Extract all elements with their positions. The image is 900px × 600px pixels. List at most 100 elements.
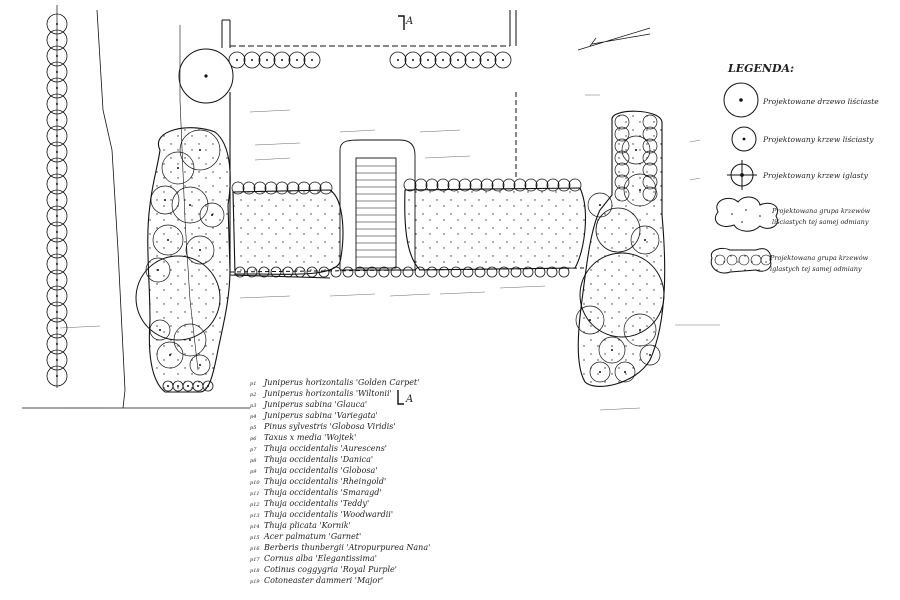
plant-code: p19: [250, 579, 260, 585]
hedge-shrub-center: [427, 59, 429, 61]
hedge-shrub-center: [397, 59, 399, 61]
plant-name: Thuja occidentalis 'Danica': [264, 455, 373, 464]
deciduous-tree-icon: [723, 82, 759, 118]
bottom-shrub-center: [207, 385, 209, 387]
bed-shrub-center: [211, 214, 213, 216]
plant-code: p7: [250, 447, 257, 453]
low-shrub: [414, 178, 428, 192]
edge-shrub: [546, 266, 558, 278]
legend-title: LEGENDA:: [727, 62, 794, 75]
hedge-shrub: [479, 51, 497, 69]
bed-shrub-center: [164, 199, 166, 201]
right-shrub-center: [599, 204, 601, 206]
right-shrub-center: [644, 239, 646, 241]
low-shrub: [502, 178, 516, 192]
hedge-shrub: [404, 51, 422, 69]
edge-shrub: [270, 266, 282, 278]
hedge-shrub-center: [502, 59, 504, 61]
right-shrub: [630, 225, 660, 255]
deciduous-tree-right: [579, 252, 665, 338]
plant-name: Thuja occidentalis 'Smaragd': [264, 488, 382, 497]
hedge-shrub-center: [266, 59, 268, 61]
left-bed-shrubs: [145, 129, 225, 376]
bed-shrub-center: [199, 249, 201, 251]
legend-label-conifer-group-2: iglastych tej samej odmiany: [770, 265, 862, 273]
column-shrub: [642, 114, 658, 130]
right-shrub: [575, 305, 605, 335]
plant-code: p12: [250, 502, 260, 508]
right-shrub-center: [599, 371, 601, 373]
plant-code: p13: [250, 513, 260, 519]
hedge-shrub: [273, 51, 291, 69]
plant-name: Thuja occidentalis 'Globosa': [264, 466, 378, 475]
plant-name: Thuja occidentalis 'Woodwardii': [264, 510, 393, 519]
hedge-shrub: [449, 51, 467, 69]
edge-shrub: [486, 266, 498, 278]
low-shrub: [436, 178, 450, 192]
right-shrub-center: [611, 349, 613, 351]
plant-code: p16: [250, 546, 260, 552]
low-shrub: [231, 181, 245, 195]
low-shrub: [469, 178, 483, 192]
plant-name: Juniperus sabina 'Variegata': [262, 411, 378, 420]
hedge-shrub-center: [487, 59, 489, 61]
edge-shrub: [306, 266, 318, 278]
hedge-shrub: [288, 51, 306, 69]
plant-code: p15: [250, 535, 260, 541]
column-shrub: [614, 126, 630, 142]
column-shrub: [642, 126, 658, 142]
low-shrub: [568, 178, 582, 192]
edge-shrub: [462, 266, 474, 278]
hedge-shrub: [494, 51, 512, 69]
hedge-shrub-center: [251, 59, 253, 61]
column-shrub: [614, 174, 630, 190]
plant-name: Thuja occidentalis 'Teddy': [264, 499, 369, 508]
edge-shrub: [282, 266, 294, 278]
column-shrub: [642, 162, 658, 178]
right-shrub: [621, 135, 651, 165]
plant-name: Cotinus coggygria 'Royal Purple': [264, 565, 397, 574]
bed-shrub: [161, 151, 195, 185]
group-shrub: [726, 254, 738, 266]
edge-shrub: [378, 266, 390, 278]
edge-shrub: [498, 266, 510, 278]
plant-name: Thuja plicata 'Kornik': [264, 521, 351, 530]
bottom-shrub-center: [177, 385, 179, 387]
section-marker-top: A: [398, 15, 413, 30]
bed-shrub: [171, 186, 209, 224]
bed-shrub: [189, 354, 211, 376]
bottom-shrub-center: [167, 385, 169, 387]
edge-shrub: [318, 266, 330, 278]
hedge-shrub-center: [296, 59, 298, 61]
deciduous-tree-large-center: [204, 74, 208, 78]
low-shrub: [264, 181, 278, 195]
plant-name: Pinus sylvestris 'Globosa Viridis': [263, 422, 396, 431]
plant-name: Acer palmatum 'Garnet': [263, 532, 361, 541]
edge-shrub: [330, 266, 342, 278]
right-shrub-center: [635, 149, 637, 151]
hedge-shrub: [434, 51, 452, 69]
svg-text:A: A: [405, 394, 413, 405]
edge-shrub: [354, 266, 366, 278]
bed-shrub-center: [199, 149, 201, 151]
bed-shrub: [185, 235, 215, 265]
deciduous-tree-left: [135, 255, 221, 341]
edge-shrub: [450, 266, 462, 278]
bed-shrub-center: [169, 354, 171, 356]
property-boundary-line: [96, 9, 126, 409]
deciduous-shrub-icon: [731, 126, 757, 152]
edge-shrub: [234, 266, 246, 278]
conifer-group-icon: [710, 247, 772, 274]
right-shrub: [589, 361, 611, 383]
conifer-shrub-icon: [727, 160, 757, 190]
plant-code: p11: [250, 491, 260, 497]
plant-name: Cotoneaster dammeri 'Major': [264, 576, 383, 585]
bed-shrub: [149, 319, 171, 341]
plant-code: p10: [250, 480, 260, 486]
svg-text:A: A: [405, 16, 413, 27]
low-shrub: [480, 178, 494, 192]
low-shrub: [286, 181, 300, 195]
plant-code: p8: [250, 458, 256, 464]
hedge-shrub-center: [412, 59, 414, 61]
